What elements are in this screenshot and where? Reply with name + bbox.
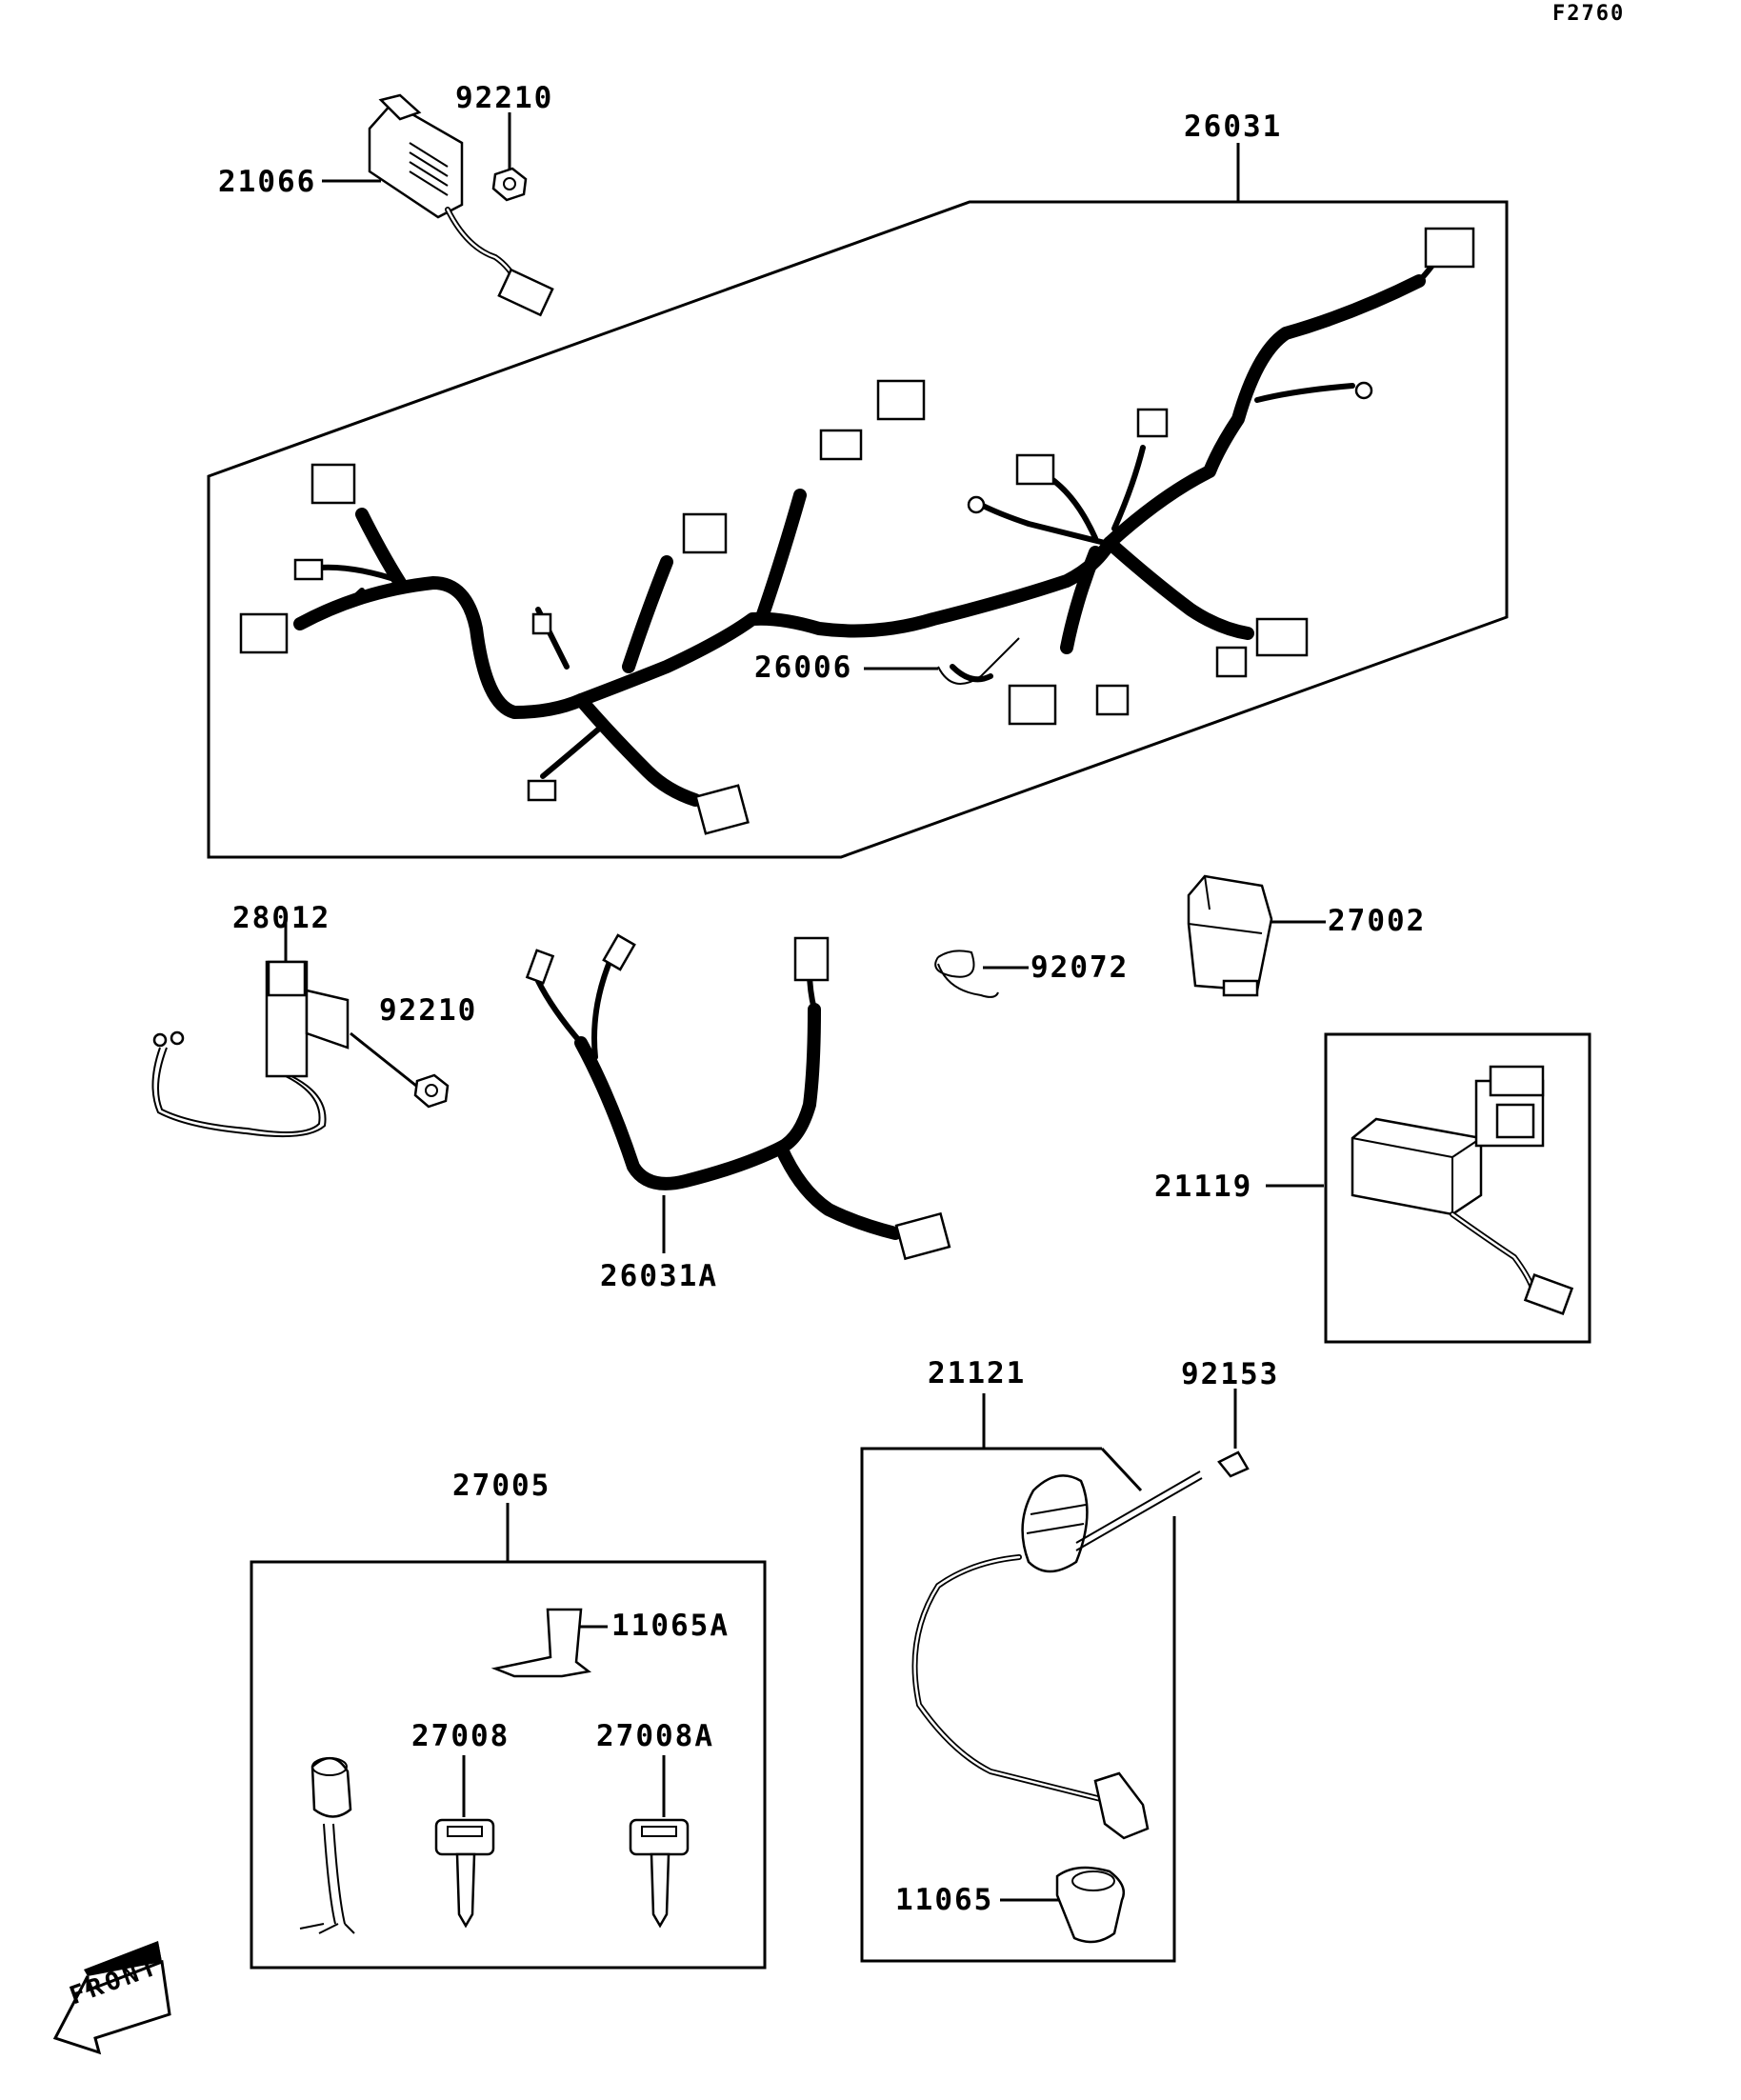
callout-11065A: 11065A bbox=[611, 1609, 730, 1643]
ignition-coil-21121-box bbox=[860, 1447, 1176, 1963]
nut-92210-top bbox=[491, 167, 528, 202]
callout-27002: 27002 bbox=[1328, 904, 1427, 938]
callout-21121: 21121 bbox=[928, 1356, 1027, 1390]
callout-27008A: 27008A bbox=[596, 1719, 714, 1753]
callout-92153: 92153 bbox=[1181, 1357, 1280, 1391]
switch-28012-drawing bbox=[151, 960, 350, 1138]
clamp-92072-drawing bbox=[934, 950, 999, 998]
callout-27005: 27005 bbox=[452, 1469, 551, 1503]
figure-code: F2760 bbox=[1552, 2, 1626, 26]
callout-92210-mid: 92210 bbox=[379, 993, 478, 1028]
harness-26031-box bbox=[207, 200, 1509, 859]
cap-11065-drawing bbox=[1055, 1866, 1126, 1944]
group-boxes bbox=[207, 200, 1591, 1970]
relay-27002-drawing bbox=[1187, 874, 1273, 997]
callout-28012: 28012 bbox=[232, 901, 331, 935]
relay-21119-drawing bbox=[1351, 1065, 1574, 1315]
leader-lines bbox=[284, 112, 1326, 1902]
callout-26031: 26031 bbox=[1184, 110, 1283, 144]
ignition-coil-21121-drawing bbox=[911, 1450, 1250, 1840]
connector bbox=[239, 612, 289, 654]
callout-11065: 11065 bbox=[895, 1883, 994, 1917]
regulator-21066-drawing bbox=[368, 93, 554, 317]
callout-27008: 27008 bbox=[411, 1719, 510, 1753]
callout-92072: 92072 bbox=[1031, 950, 1130, 985]
key-switch-27005-drawing bbox=[299, 1608, 690, 1934]
sub-harness-26031A-drawing bbox=[525, 933, 951, 1261]
front-arrow-icon bbox=[52, 1941, 171, 2055]
callout-21119: 21119 bbox=[1154, 1170, 1253, 1204]
nut-92210-mid bbox=[413, 1073, 450, 1109]
callout-26031A: 26031A bbox=[600, 1259, 718, 1293]
callout-26006: 26006 bbox=[754, 650, 853, 685]
main-harness-26031-drawing bbox=[239, 227, 1475, 835]
callout-21066: 21066 bbox=[218, 165, 317, 199]
key-switch-27005-box bbox=[250, 1560, 767, 1970]
relay-21119-box bbox=[1324, 1032, 1591, 1344]
callout-92210-top: 92210 bbox=[455, 81, 554, 115]
